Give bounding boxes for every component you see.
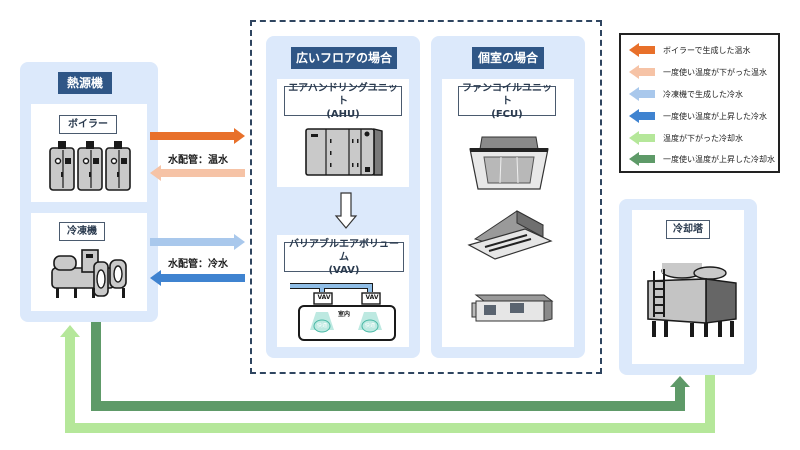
ahu-icon [305, 128, 383, 176]
legend-arrow-icon [629, 152, 655, 166]
hot-water-supply-arrow [150, 128, 245, 144]
comfort-left-label: 快適 [316, 323, 327, 329]
legend-item: 冷凍機で生成した冷水 [629, 87, 743, 101]
private-room-title: 個室の場合 [472, 47, 544, 69]
legend-item: 一度使い温度が上昇した冷水 [629, 109, 767, 123]
legend: ボイラーで生成した温水 一度使い温度が下がった温水 冷凍機で生成した冷水 一度使… [619, 33, 780, 173]
hot-pipe-label: 水配管：温水 [168, 155, 228, 166]
legend-label: 温度が下がった冷却水 [663, 133, 743, 143]
legend-item: ボイラーで生成した温水 [629, 43, 751, 57]
legend-arrow-icon [629, 109, 655, 123]
legend-arrow-icon [629, 87, 655, 101]
ahu-label-line2: (AHU) [326, 108, 360, 120]
legend-label: ボイラーで生成した温水 [663, 45, 751, 55]
vav-duct-diagram [290, 283, 396, 341]
legend-arrow-icon [629, 43, 655, 57]
hot-supply-shape [150, 128, 245, 144]
vav-box-right-text: VAV [365, 294, 379, 301]
fcu-cassette-icon [469, 136, 549, 190]
cooling-tower-label: 冷却塔 [666, 220, 710, 239]
fcu-label-line1: ファンコイルユニット [462, 82, 552, 107]
vav-label-line2: (VAV) [328, 264, 360, 276]
vav-label: バリアブルエアボリューム (VAV) [284, 239, 404, 276]
cooling-tower-icon [647, 263, 737, 337]
vav-box-left-text: VAV [317, 294, 331, 301]
cooling-cool-arrowhead [60, 325, 80, 337]
legend-label: 一度使い温度が上昇した冷却水 [663, 154, 775, 164]
cold-water-return-arrow [150, 270, 245, 286]
boiler-label: ボイラー [59, 115, 117, 134]
legend-label: 一度使い温度が上昇した冷水 [663, 111, 767, 121]
ahu-label: エアハンドリングユニット (AHU) [284, 83, 402, 120]
cold-supply-shape [150, 234, 245, 250]
fcu-label: ファンコイルユニット (FCU) [458, 83, 556, 120]
legend-item: 一度使い温度が下がった温水 [629, 65, 767, 79]
cold-return-shape [150, 270, 245, 286]
chiller-icon [51, 249, 127, 298]
boiler-icon [49, 141, 131, 191]
comfort-right-label: 快適 [364, 323, 375, 329]
hot-return-shape [150, 165, 245, 181]
fcu-label-line2: (FCU) [491, 108, 523, 120]
cooling-warm-arrowhead [670, 376, 690, 387]
cold-pipe-label: 水配管：冷水 [168, 259, 228, 270]
cooling-warm-path [91, 322, 685, 411]
heat-source-title: 熱源機 [58, 72, 112, 94]
ahu-label-line1: エアハンドリングユニット [288, 82, 398, 107]
cooling-cool-path [65, 336, 715, 433]
chiller-label: 冷凍機 [59, 222, 105, 241]
hot-water-return-arrow [150, 165, 245, 181]
cold-water-supply-arrow [150, 234, 245, 250]
legend-arrow-icon [629, 131, 655, 145]
building-boundary [250, 20, 602, 374]
down-arrow-icon [334, 192, 358, 229]
legend-label: 冷凍機で生成した冷水 [663, 89, 743, 99]
room-label: 室内 [338, 311, 351, 318]
legend-label: 一度使い温度が下がった温水 [663, 67, 767, 77]
legend-item: 温度が下がった冷却水 [629, 131, 743, 145]
large-floor-title: 広いフロアの場合 [291, 47, 397, 69]
legend-item: 一度使い温度が上昇した冷却水 [629, 152, 775, 166]
fcu-duct-icon [471, 294, 554, 322]
fcu-ceiling-icon [467, 210, 553, 260]
vav-label-line1: バリアブルエアボリューム [289, 238, 399, 263]
legend-arrow-icon [629, 65, 655, 79]
